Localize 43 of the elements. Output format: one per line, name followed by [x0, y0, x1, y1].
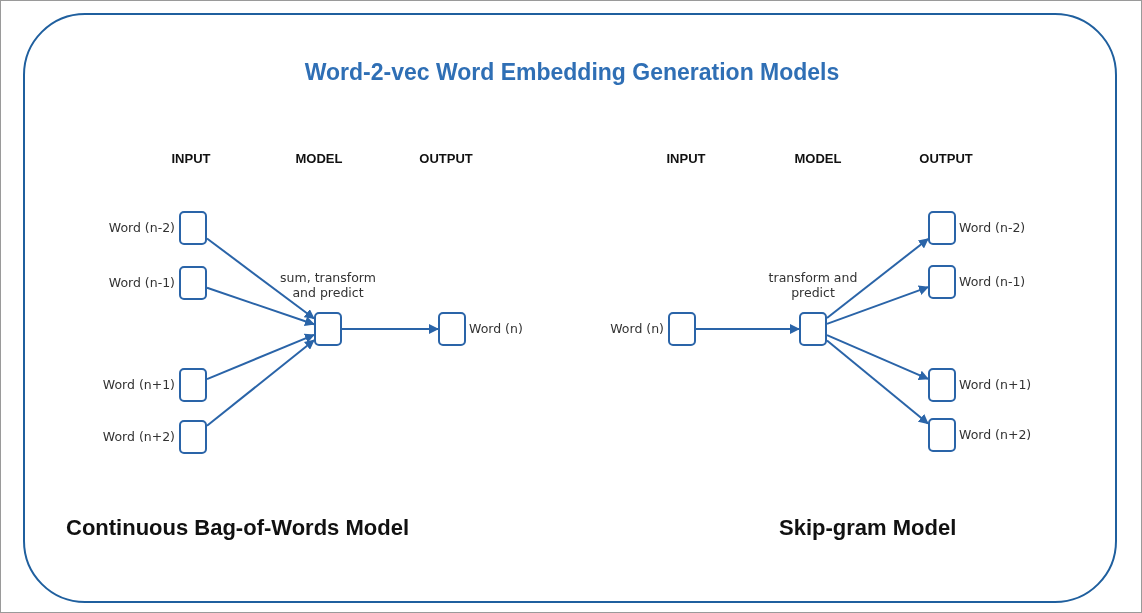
neuron-box — [179, 420, 207, 454]
neuron-box — [314, 312, 342, 346]
neuron-box — [799, 312, 827, 346]
neuron-box — [928, 211, 956, 245]
word-label: Word (n+1) — [102, 377, 175, 392]
word-label: transform and predict — [768, 270, 858, 300]
neuron-box — [928, 418, 956, 452]
word-label: Word (n-1) — [959, 274, 1026, 289]
column-header: INPUT — [666, 151, 706, 166]
word-label: Word (n+1) — [959, 377, 1032, 392]
column-header: MODEL — [295, 151, 343, 166]
arrow — [206, 237, 315, 320]
arrow — [826, 285, 929, 325]
neuron-box — [438, 312, 466, 346]
word-label: Word (n+2) — [102, 429, 175, 444]
neuron-box — [928, 368, 956, 402]
word-label: Word (n) — [469, 321, 523, 336]
neuron-box — [668, 312, 696, 346]
column-header: MODEL — [794, 151, 842, 166]
diagram-title: Word-2-vec Word Embedding Generation Models — [303, 59, 841, 86]
column-header: INPUT — [171, 151, 211, 166]
word-label: Word (n-1) — [108, 275, 175, 290]
neuron-box — [179, 266, 207, 300]
arrow — [826, 339, 929, 425]
neuron-box — [179, 368, 207, 402]
arrow — [826, 237, 929, 320]
arrow — [206, 339, 315, 427]
arrow — [206, 333, 315, 381]
neuron-box — [928, 265, 956, 299]
word-label: Word (n) — [610, 321, 664, 336]
word-label: Word (n-2) — [959, 220, 1026, 235]
column-header: OUTPUT — [419, 151, 473, 166]
model-name: Continuous Bag-of-Words Model — [66, 515, 409, 541]
model-name: Skip-gram Model — [779, 515, 957, 541]
arrow — [695, 324, 800, 334]
neuron-box — [179, 211, 207, 245]
word-label: Word (n+2) — [959, 427, 1032, 442]
arrow — [826, 334, 929, 380]
arrow — [341, 324, 439, 334]
word-label: Word (n-2) — [108, 220, 175, 235]
word-label: sum, transform and predict — [279, 270, 377, 300]
arrow — [206, 286, 315, 327]
column-header: OUTPUT — [919, 151, 973, 166]
